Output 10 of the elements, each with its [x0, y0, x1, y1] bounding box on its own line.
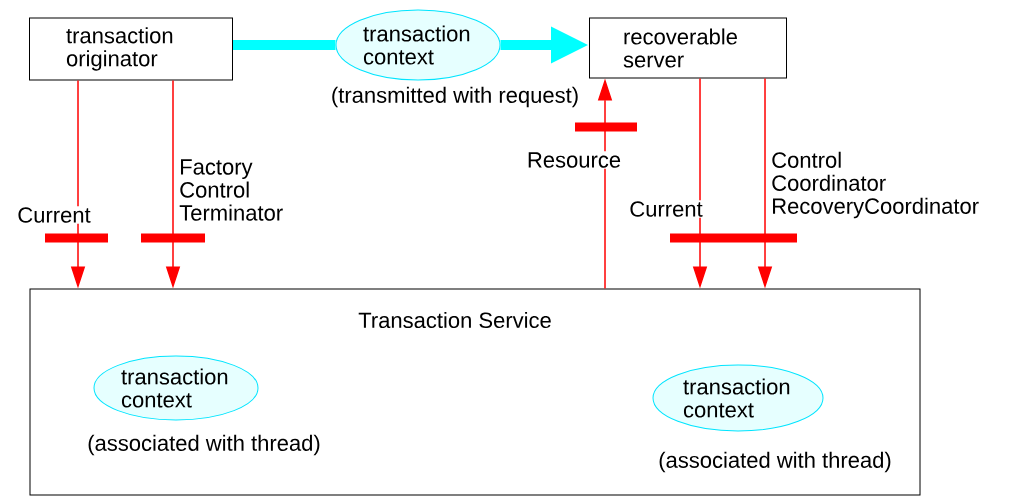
edge-label: Control Coordinator RecoveryCoordinator: [772, 151, 979, 219]
edge-label: Resource: [528, 152, 621, 168]
process-box: transaction originator: [29, 17, 233, 81]
edge-label: Factory Control Terminator: [179, 159, 283, 221]
process-box: recoverable server: [589, 17, 787, 79]
note-text: (associated with thread): [659, 451, 891, 473]
edge-label: Current: [18, 207, 91, 223]
edge-label: Current: [630, 201, 703, 217]
note-text: (transmitted with request): [332, 86, 578, 108]
note-text: (associated with thread): [88, 434, 320, 456]
